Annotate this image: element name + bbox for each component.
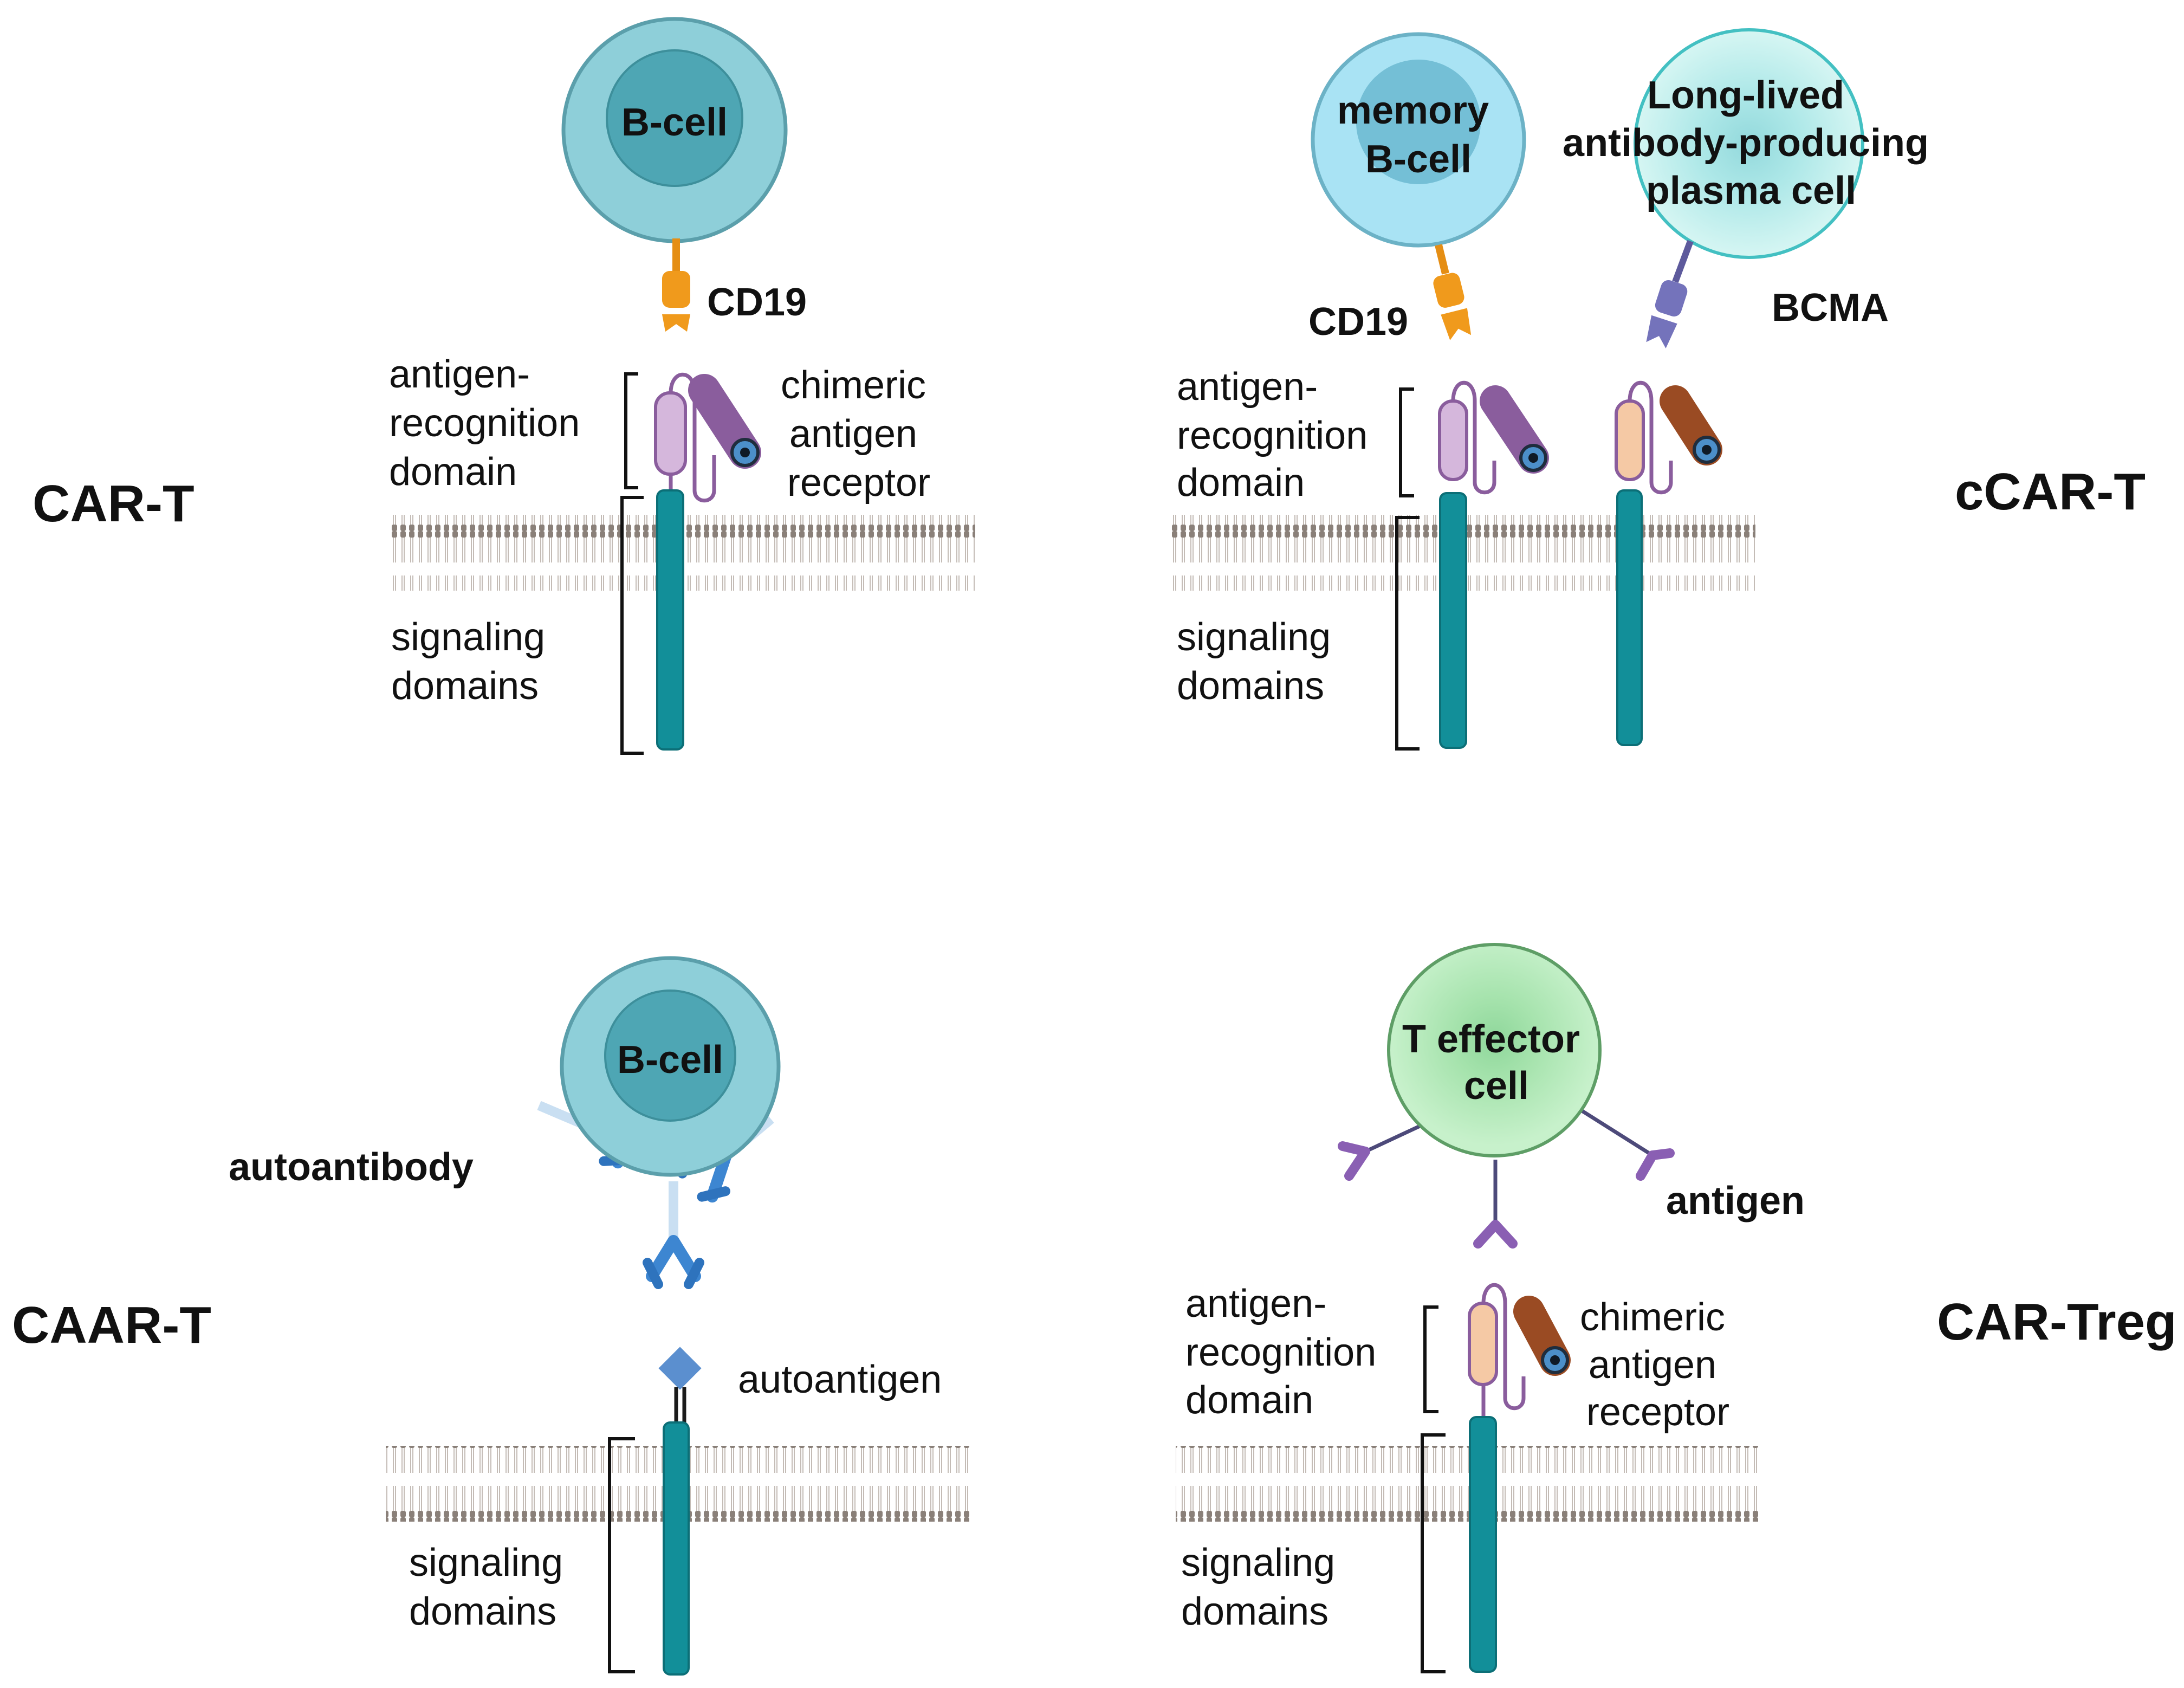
b-cell-nucleus xyxy=(604,989,736,1122)
antigen-recognition-label: antigen- recognition domain xyxy=(1177,365,1378,505)
t-effector-cell-label: T effector cell xyxy=(1402,1018,1591,1108)
antigen-label: antigen xyxy=(1666,1179,1805,1223)
chimeric-antigen-receptor-label: chimeric antigen receptor xyxy=(1580,1296,1736,1434)
transmembrane-signaling-domain xyxy=(656,489,684,751)
transmembrane-signaling-domain xyxy=(1469,1416,1497,1673)
bracket-signaling-domains xyxy=(1421,1433,1446,1673)
panel-title-ccar-t: cCAR-T xyxy=(1955,463,2146,521)
autoantigen-label: autoantigen xyxy=(738,1358,942,1401)
antigen-recognition-label: antigen- recognition domain xyxy=(389,353,591,494)
memory-b-cell-nucleus xyxy=(1356,60,1481,184)
bcma-antigen xyxy=(1646,240,1694,348)
plasma-cell-label: Long-lived antibody-producing plasma cel… xyxy=(1563,74,1940,212)
memory-b-cell: memory B-cell xyxy=(1311,32,1526,248)
b-cell-label: B-cell xyxy=(621,101,728,144)
chimeric-antigen-receptor xyxy=(654,372,761,503)
autoantibody-label: autoantibody xyxy=(229,1146,474,1189)
signaling-domains-label: signaling domains xyxy=(391,616,556,708)
chimeric-antigen-receptor-label: chimeric antigen receptor xyxy=(781,364,937,505)
antigen-recognition-label: antigen- recognition domain xyxy=(1185,1282,1387,1422)
antigen-mhc xyxy=(1577,1107,1675,1181)
bracket-signaling-domains xyxy=(1395,516,1420,751)
bracket-antigen-recognition xyxy=(1423,1305,1438,1413)
bracket-antigen-recognition xyxy=(1399,387,1414,497)
b-cell-label: B-cell xyxy=(617,1038,723,1082)
cd19-label: CD19 xyxy=(1308,300,1408,344)
t-effector-cell-body xyxy=(1387,943,1602,1157)
antigen-mhc xyxy=(1473,1160,1518,1249)
panel-title-car-treg: CAR-Treg xyxy=(1937,1293,2177,1351)
panel-car-t: CAR-T B-cell CD19 antigen- recognition d xyxy=(33,17,975,755)
b-cell: B-cell xyxy=(537,956,781,1289)
bracket-antigen-recognition xyxy=(624,372,638,489)
transmembrane-signaling-domain-cd19 xyxy=(1439,492,1467,749)
panel-ccar-t: cCAR-T memory B-cell Long-lived antibody… xyxy=(1170,28,2146,751)
autoantibody xyxy=(643,1181,704,1289)
cd19-antigen xyxy=(1433,244,1472,340)
chimeric-antigen-receptor xyxy=(1468,1283,1571,1420)
panel-title-car-t: CAR-T xyxy=(33,475,195,533)
bracket-signaling-domains xyxy=(620,496,644,755)
plasma-cell-body xyxy=(1634,28,1864,259)
b-cell: B-cell xyxy=(561,17,788,243)
cd19-antigen xyxy=(662,238,690,332)
cell-membrane xyxy=(1176,1446,1761,1522)
t-effector-cell: T effector cell xyxy=(1338,943,1675,1249)
bcma-label: BCMA xyxy=(1772,286,1889,329)
panel-title-caar-t: CAAR-T xyxy=(12,1296,211,1354)
panel-car-treg: CAR-Treg T effector cell antigen xyxy=(1176,943,2177,1673)
signaling-domains-label: signaling domains xyxy=(1181,1541,1346,1633)
transmembrane-signaling-domain-bcma xyxy=(1616,489,1643,746)
transmembrane-signaling-domain xyxy=(663,1421,690,1676)
bcma-car xyxy=(1615,380,1722,495)
cd19-label: CD19 xyxy=(707,281,807,324)
signaling-domains-label: signaling domains xyxy=(409,1541,574,1633)
memory-b-cell-label: memory B-cell xyxy=(1337,89,1500,181)
bracket-signaling-domains xyxy=(608,1437,635,1673)
cd19-car xyxy=(1438,380,1549,495)
signaling-domains-label: signaling domains xyxy=(1177,616,1341,708)
panel-caar-t: CAAR-T B-cell autoantibody xyxy=(12,956,972,1676)
plasma-cell: Long-lived antibody-producing plasma cel… xyxy=(1563,28,1940,259)
b-cell-nucleus xyxy=(606,49,743,187)
